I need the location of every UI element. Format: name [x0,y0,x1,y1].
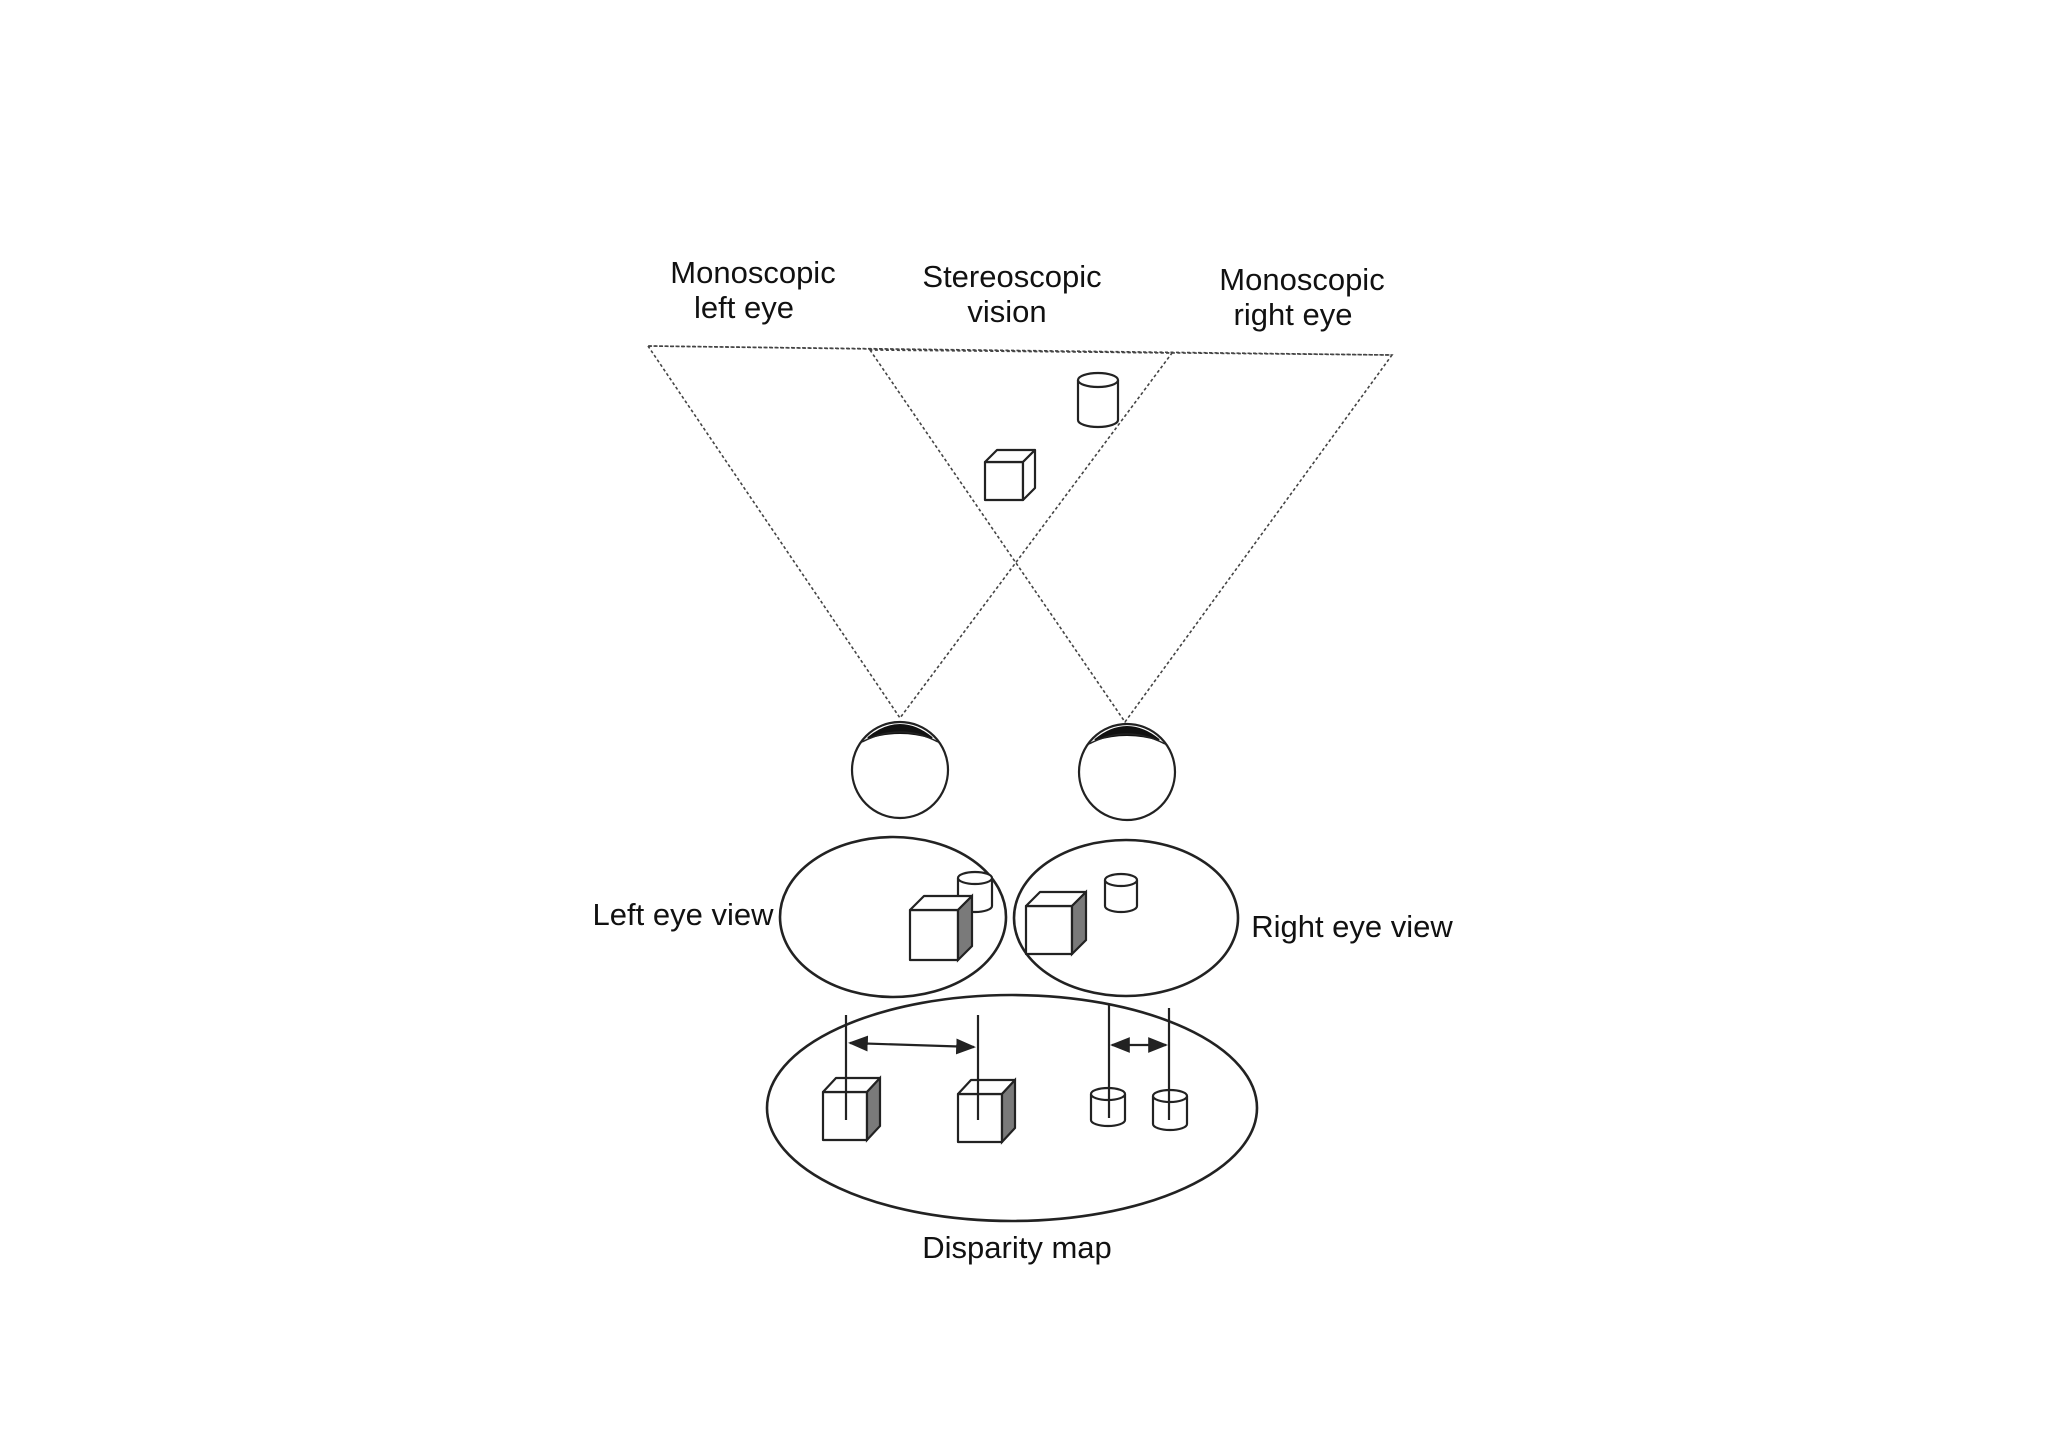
right-eye-view-ellipse [1012,838,1240,998]
left-eye-field-of-view [646,345,1174,720]
label-right-eye-view: Right eye view [1251,909,1453,944]
label-monoscopic-left-line1: Monoscopic [670,255,835,290]
right-eye-field-of-view [868,349,1394,724]
scene-cylinder [1076,371,1120,429]
cube-disparity-arrow [848,1035,976,1055]
label-monoscopic-right-line1: Monoscopic [1219,262,1384,297]
left-eye [850,720,950,820]
label-left-eye-view: Left eye view [593,897,775,932]
disparity-cube-right [956,1077,1017,1145]
left-view-cube [908,893,974,963]
label-stereoscopic-line1: Stereoscopic [922,259,1101,294]
scene-cube [983,448,1037,502]
disparity-map-ellipse [765,993,1259,1223]
disparity-cube-left [821,1075,882,1143]
right-eye [1077,722,1177,822]
label-monoscopic-left-line2: left eye [694,290,794,325]
left-eye-view-ellipse [778,835,1008,999]
label-disparity-map: Disparity map [922,1230,1112,1265]
label-stereoscopic-line2: vision [967,294,1046,329]
label-monoscopic-right-line2: right eye [1234,297,1353,332]
right-view-cylinder [1103,872,1139,914]
right-view-cube [1024,889,1088,957]
